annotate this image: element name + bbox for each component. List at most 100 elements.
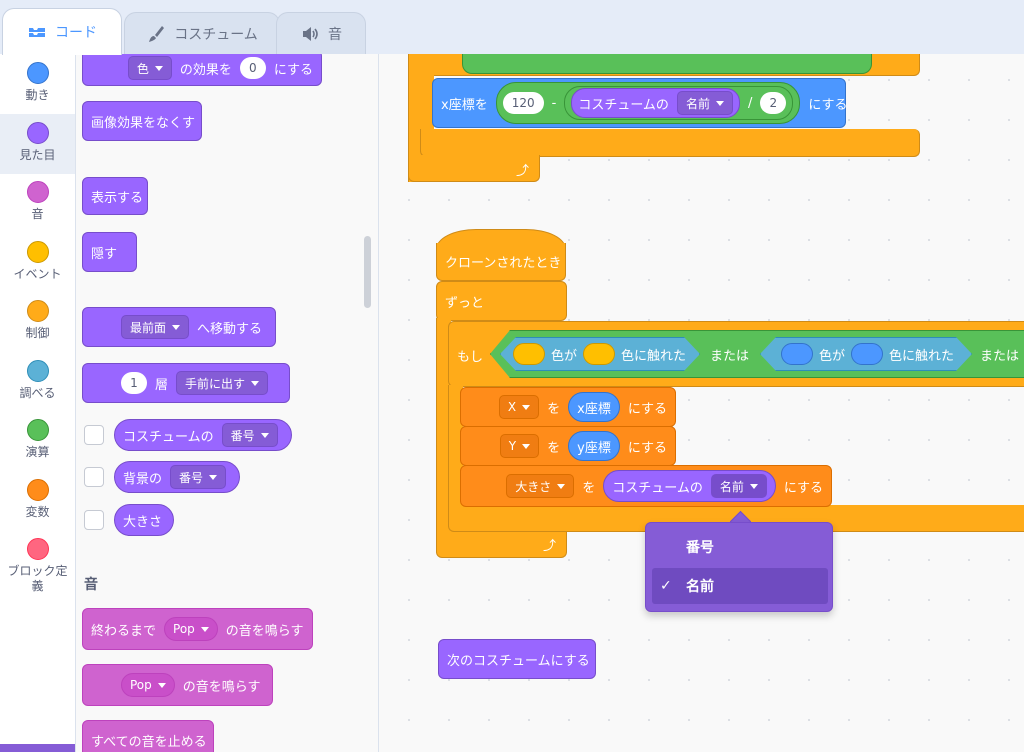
- variables-dot-icon: [26, 479, 49, 501]
- size-reporter-label: 大きさ: [123, 514, 163, 530]
- size-monitor-checkbox[interactable]: [84, 510, 104, 530]
- layer-dropdown[interactable]: 手前に出す: [176, 371, 269, 395]
- backdrop-monitor-checkbox[interactable]: [84, 467, 104, 487]
- start-sound-end-text: の音を鳴らす: [182, 679, 261, 695]
- costume-name-reporter-2[interactable]: コスチュームの 名前: [603, 470, 776, 502]
- stop-all-sounds-block[interactable]: すべての音を止める: [82, 720, 214, 752]
- backdrop-reporter[interactable]: 背景の 番号: [114, 461, 240, 493]
- effect-value-input[interactable]: 0: [239, 57, 266, 79]
- costume-attr-dropdown-2[interactable]: 名前: [710, 474, 767, 498]
- chevron-down-icon: [557, 483, 566, 489]
- tab-code[interactable]: コード: [2, 8, 122, 55]
- forever-arm: [436, 318, 451, 532]
- variable-y-dropdown[interactable]: Y: [499, 434, 540, 458]
- set-x-value-input[interactable]: 120: [502, 92, 544, 114]
- set-variable-x-block[interactable]: X を x座標 にする: [460, 387, 676, 427]
- or-label-1: または: [710, 349, 750, 364]
- color-swatch-yellow[interactable]: [513, 343, 545, 365]
- set-effect-block[interactable]: 色 の効果を 0 にする: [82, 54, 322, 86]
- show-block[interactable]: 表示する: [82, 177, 148, 215]
- when-cloned-hat-block[interactable]: クローンされたとき: [436, 243, 566, 281]
- events-dot-icon: [26, 241, 49, 263]
- layer-value-input[interactable]: 1: [121, 372, 147, 394]
- costume-attr-label-2: 名前: [719, 479, 744, 494]
- category-sensing[interactable]: 調べる: [0, 352, 75, 412]
- play-until-sound-dropdown[interactable]: Pop: [164, 617, 218, 641]
- layer-block[interactable]: 1 層 手前に出す: [82, 363, 290, 403]
- set-x-block[interactable]: x座標を 120 - コスチュームの 名前 / 2 にする: [432, 78, 847, 128]
- y-position-reporter[interactable]: y座標: [568, 431, 620, 461]
- dropdown-item-name[interactable]: ✓ 名前: [652, 568, 828, 604]
- category-looks-label: 見た目: [19, 148, 56, 162]
- x-position-reporter[interactable]: x座標: [568, 392, 620, 422]
- tab-costumes-label: コスチューム: [174, 26, 258, 43]
- start-sound-dropdown[interactable]: Pop: [121, 673, 175, 697]
- backdrop-dropdown-label: 番号: [179, 470, 204, 485]
- subtract-operator[interactable]: 120 - コスチュームの 名前 / 2: [495, 82, 801, 124]
- next-costume-block[interactable]: 次のコスチュームにする: [438, 639, 596, 679]
- category-operators[interactable]: 演算: [0, 411, 75, 471]
- category-variables[interactable]: 変数: [0, 471, 75, 531]
- costume-dropdown-label: 番号: [230, 428, 255, 443]
- clear-effects-block[interactable]: 画像効果をなくす: [82, 101, 202, 141]
- clear-effects-label: 画像効果をなくす: [91, 115, 196, 131]
- costume-attr-dropdown[interactable]: 名前: [676, 91, 733, 115]
- tab-sounds-label: 音: [328, 26, 342, 43]
- chevron-down-icon: [260, 432, 269, 438]
- category-sound[interactable]: 音: [0, 173, 75, 233]
- color-swatch-blue-2[interactable]: [851, 343, 883, 365]
- variable-size-label: 大きさ: [515, 479, 552, 494]
- start-sound-block[interactable]: Pop の音を鳴らす: [82, 664, 273, 706]
- play-sound-until-done-block[interactable]: 終わるまで Pop の音を鳴らす: [82, 608, 313, 650]
- category-my-blocks[interactable]: ブロック定義: [0, 530, 75, 610]
- variable-size-dropdown[interactable]: 大きさ: [506, 474, 575, 498]
- outer-control-block-arm: [408, 54, 423, 182]
- backdrop-dropdown[interactable]: 番号: [170, 465, 227, 489]
- x-position-label: x座標: [577, 401, 611, 417]
- add-extension-bar[interactable]: [0, 744, 75, 752]
- tab-bar: コード コスチューム 音: [0, 0, 1024, 55]
- play-until-pre-text: 終わるまで: [91, 623, 157, 639]
- costume-reporter[interactable]: コスチュームの 番号: [114, 419, 292, 451]
- sound-section-title: 音: [84, 577, 98, 593]
- forever-block[interactable]: ずっと: [436, 281, 567, 321]
- costume-dropdown[interactable]: 番号: [221, 423, 278, 447]
- color-swatch-blue-1[interactable]: [781, 343, 813, 365]
- costume-attribute-dropdown-menu: 番号 ✓ 名前: [645, 522, 833, 612]
- variable-x-dropdown[interactable]: X: [498, 395, 540, 419]
- backdrop-reporter-label: 背景の: [123, 471, 163, 487]
- costume-reporter-label: コスチュームの: [123, 429, 214, 445]
- color-touching-color-block-1[interactable]: 色が 色に触れた: [500, 337, 700, 371]
- category-motion-label: 動き: [25, 88, 50, 102]
- block-palette: 色 の効果を 0 にする 画像効果をなくす 表示する 隠す 最前面 へ移動する …: [76, 54, 379, 752]
- color-touching-color-block-2[interactable]: 色が 色に触れた: [760, 337, 972, 371]
- palette-scrollbar[interactable]: [364, 236, 371, 308]
- play-until-end-text: の音を鳴らす: [225, 623, 304, 639]
- category-looks[interactable]: 見た目: [0, 114, 75, 174]
- color-swatch-orange[interactable]: [583, 343, 615, 365]
- set-to-label-3: を: [582, 480, 596, 496]
- dropdown-item-number[interactable]: 番号: [652, 529, 828, 565]
- size-reporter[interactable]: 大きさ: [114, 504, 174, 536]
- tab-sounds[interactable]: 音: [276, 12, 366, 54]
- tab-costumes[interactable]: コスチューム: [124, 12, 280, 54]
- divide-operator[interactable]: コスチュームの 名前 / 2: [564, 86, 794, 120]
- touching-color-label: 色に触れた: [621, 348, 687, 364]
- loop-arrow-icon: ⤴: [542, 539, 556, 554]
- minus-sign: -: [551, 95, 557, 111]
- costume-monitor-checkbox[interactable]: [84, 425, 104, 445]
- category-events[interactable]: イベント: [0, 233, 75, 293]
- set-variable-size-block[interactable]: 大きさ を コスチュームの 名前 にする: [460, 465, 832, 507]
- category-sound-label: 音: [31, 207, 44, 221]
- front-dropdown[interactable]: 最前面: [121, 315, 190, 339]
- costume-name-reporter[interactable]: コスチュームの 名前: [571, 88, 740, 118]
- effect-dropdown[interactable]: 色: [127, 56, 172, 80]
- category-control[interactable]: 制御: [0, 292, 75, 352]
- divisor-input[interactable]: 2: [760, 92, 787, 114]
- go-to-front-block[interactable]: 最前面 へ移動する: [82, 307, 276, 347]
- hide-block[interactable]: 隠す: [82, 232, 137, 272]
- category-motion[interactable]: 動き: [0, 54, 75, 114]
- costume-of-label: コスチュームの: [578, 97, 669, 113]
- effect-dropdown-label: 色: [136, 61, 149, 76]
- set-variable-y-block[interactable]: Y を y座標 にする: [460, 426, 676, 466]
